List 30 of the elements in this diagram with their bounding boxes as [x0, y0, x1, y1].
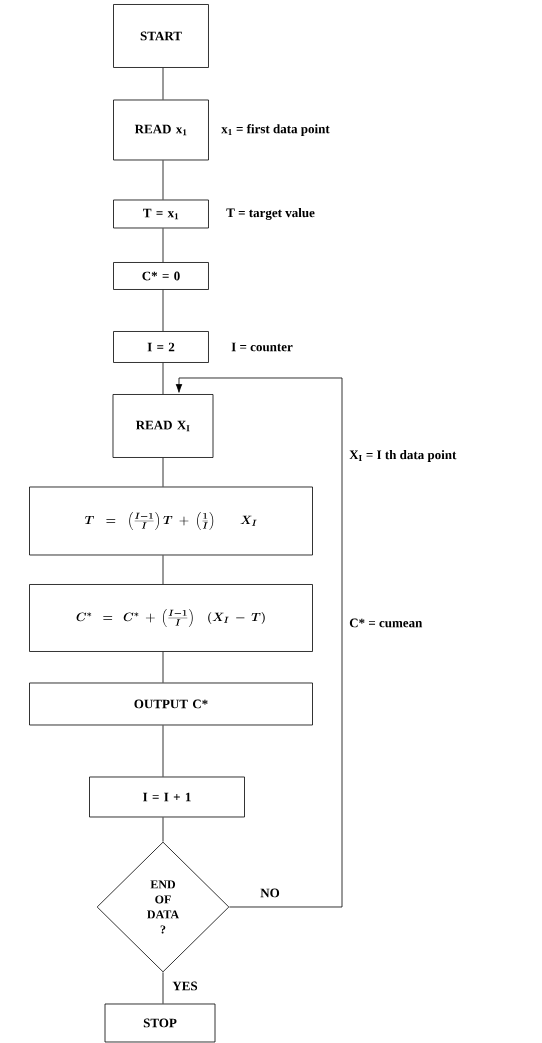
edge-label: YES — [171, 980, 199, 992]
process-box: T = x$_{1}$ — [113, 199, 209, 229]
process-box: I = I + 1 — [89, 776, 245, 818]
connector-line — [162, 555, 164, 585]
connector-line — [162, 228, 164, 263]
connector-line — [162, 457, 164, 487]
process-box: $C^{*} = C^{*} + \left(\frac{I-1}{I}\right)\; (X_{I} - T)$ — [29, 584, 313, 652]
connector-line — [162, 725, 164, 777]
connector-line — [162, 362, 164, 395]
edge-label: NO — [259, 887, 281, 899]
connector-line — [162, 817, 164, 842]
connector-line — [162, 160, 164, 200]
process-box: READ x$_{1}$ — [113, 99, 209, 161]
process-box: STOP — [104, 1003, 216, 1043]
annotation-text: C* = cumean — [349, 618, 423, 628]
process-box: I = 2 — [113, 331, 209, 363]
connector-line — [162, 651, 164, 683]
annotation-text: T = target value — [226, 208, 315, 220]
arrow — [175, 377, 343, 908]
annotation-text: I = counter — [231, 342, 293, 352]
process-box: C* = 0 — [113, 262, 209, 290]
process-box: READ X$_{I}$ — [112, 394, 214, 458]
connector-line — [162, 289, 164, 332]
annotation-text: x$_{1}$ = first data point — [221, 124, 330, 136]
process-box: $T = \left(\frac{I-1}{I}\right) T + \left(\frac{1}{I}\right)\;\; X_{I}$ — [29, 486, 313, 556]
annotation-text: X$_{I}$ = I th data point — [349, 450, 457, 462]
process-box: OUTPUT C* — [29, 682, 313, 726]
connector-line — [162, 972, 164, 1004]
connector-line — [162, 67, 164, 100]
process-box: START — [113, 4, 209, 68]
